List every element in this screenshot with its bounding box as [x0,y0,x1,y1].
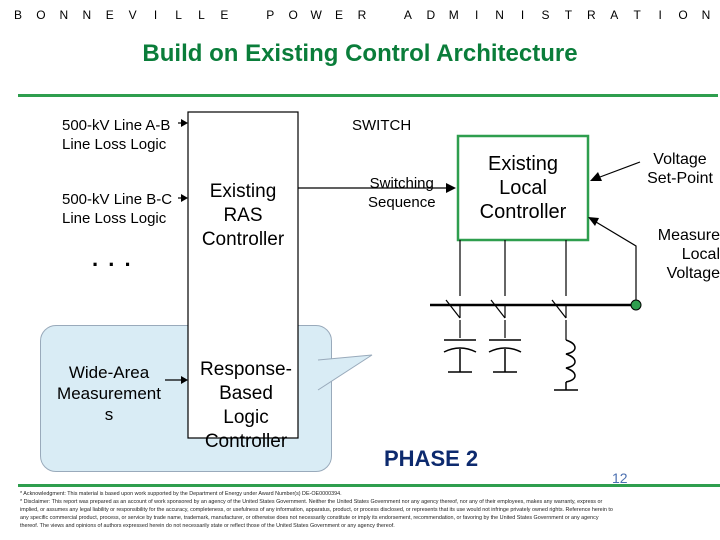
ras-controller-label: Existing RAS Controller [201,181,285,250]
header-letter: A [403,8,412,22]
header-letter: I [658,8,662,22]
header-letter: R [586,8,596,22]
more-inputs-ellipsis: . . . [92,246,133,271]
footer-divider [18,484,720,487]
header-letter: N [495,8,504,22]
measurement-node [630,299,642,311]
header-letter: B [13,8,22,22]
measure-local-voltage-label: Measure Local Voltage [657,227,720,282]
header-letter: R [357,8,367,22]
header-letter: E [220,8,229,22]
header-letter: A [610,8,619,22]
wide-area-measurements-label: Wide-Area Measurement s [57,363,161,424]
header-letter: T [633,8,641,22]
header-letter: E [105,8,114,22]
header-letter: N [82,8,92,22]
header-letter: I [153,8,158,22]
header-letter: P [266,8,275,22]
page-number: 12 [612,470,628,486]
header-letter: O [36,8,46,22]
header-letter: D [426,8,436,22]
line-ab-logic-label: 500-kV Line A-B Line Loss Logic [62,117,171,153]
footnotes: * Acknowledgment: This material is based… [20,491,613,529]
header-letter: T [564,8,573,22]
capacitor-2 [488,339,522,373]
voltage-setpoint-label: Voltage Set-Point [647,151,713,187]
ras-box [187,111,299,439]
header-letter: I [520,8,525,22]
header-letter: L [198,8,205,22]
switch-label: SWITCH [352,117,412,134]
header-letter: N [59,8,69,22]
header-letter: L [175,8,182,22]
phase-label: PHASE 2 [384,446,479,471]
slide-title: Build on Existing Control Architecture [142,40,578,67]
reactor [554,339,578,391]
response-based-logic-controller-label: Response- Based Logic Controller [200,359,292,452]
header-letter: O [288,8,298,22]
header-letter: N [701,8,711,22]
title-divider [18,94,718,97]
line-bc-logic-label: 500-kV Line B-C Line Loss Logic [62,191,173,227]
header-letter: O [678,8,688,22]
header-letter: S [541,8,550,22]
local-controller-box [456,134,590,242]
header-letter: M [448,8,459,22]
header-letter: E [335,8,344,22]
header-letter: V [128,8,137,22]
switching-sequence-label: Switching Sequence [368,175,436,211]
local-controller-label: Existing Local Controller [479,153,567,223]
header-letter: I [474,8,479,22]
capacitor-1 [443,339,477,373]
header-letter: W [310,8,322,22]
